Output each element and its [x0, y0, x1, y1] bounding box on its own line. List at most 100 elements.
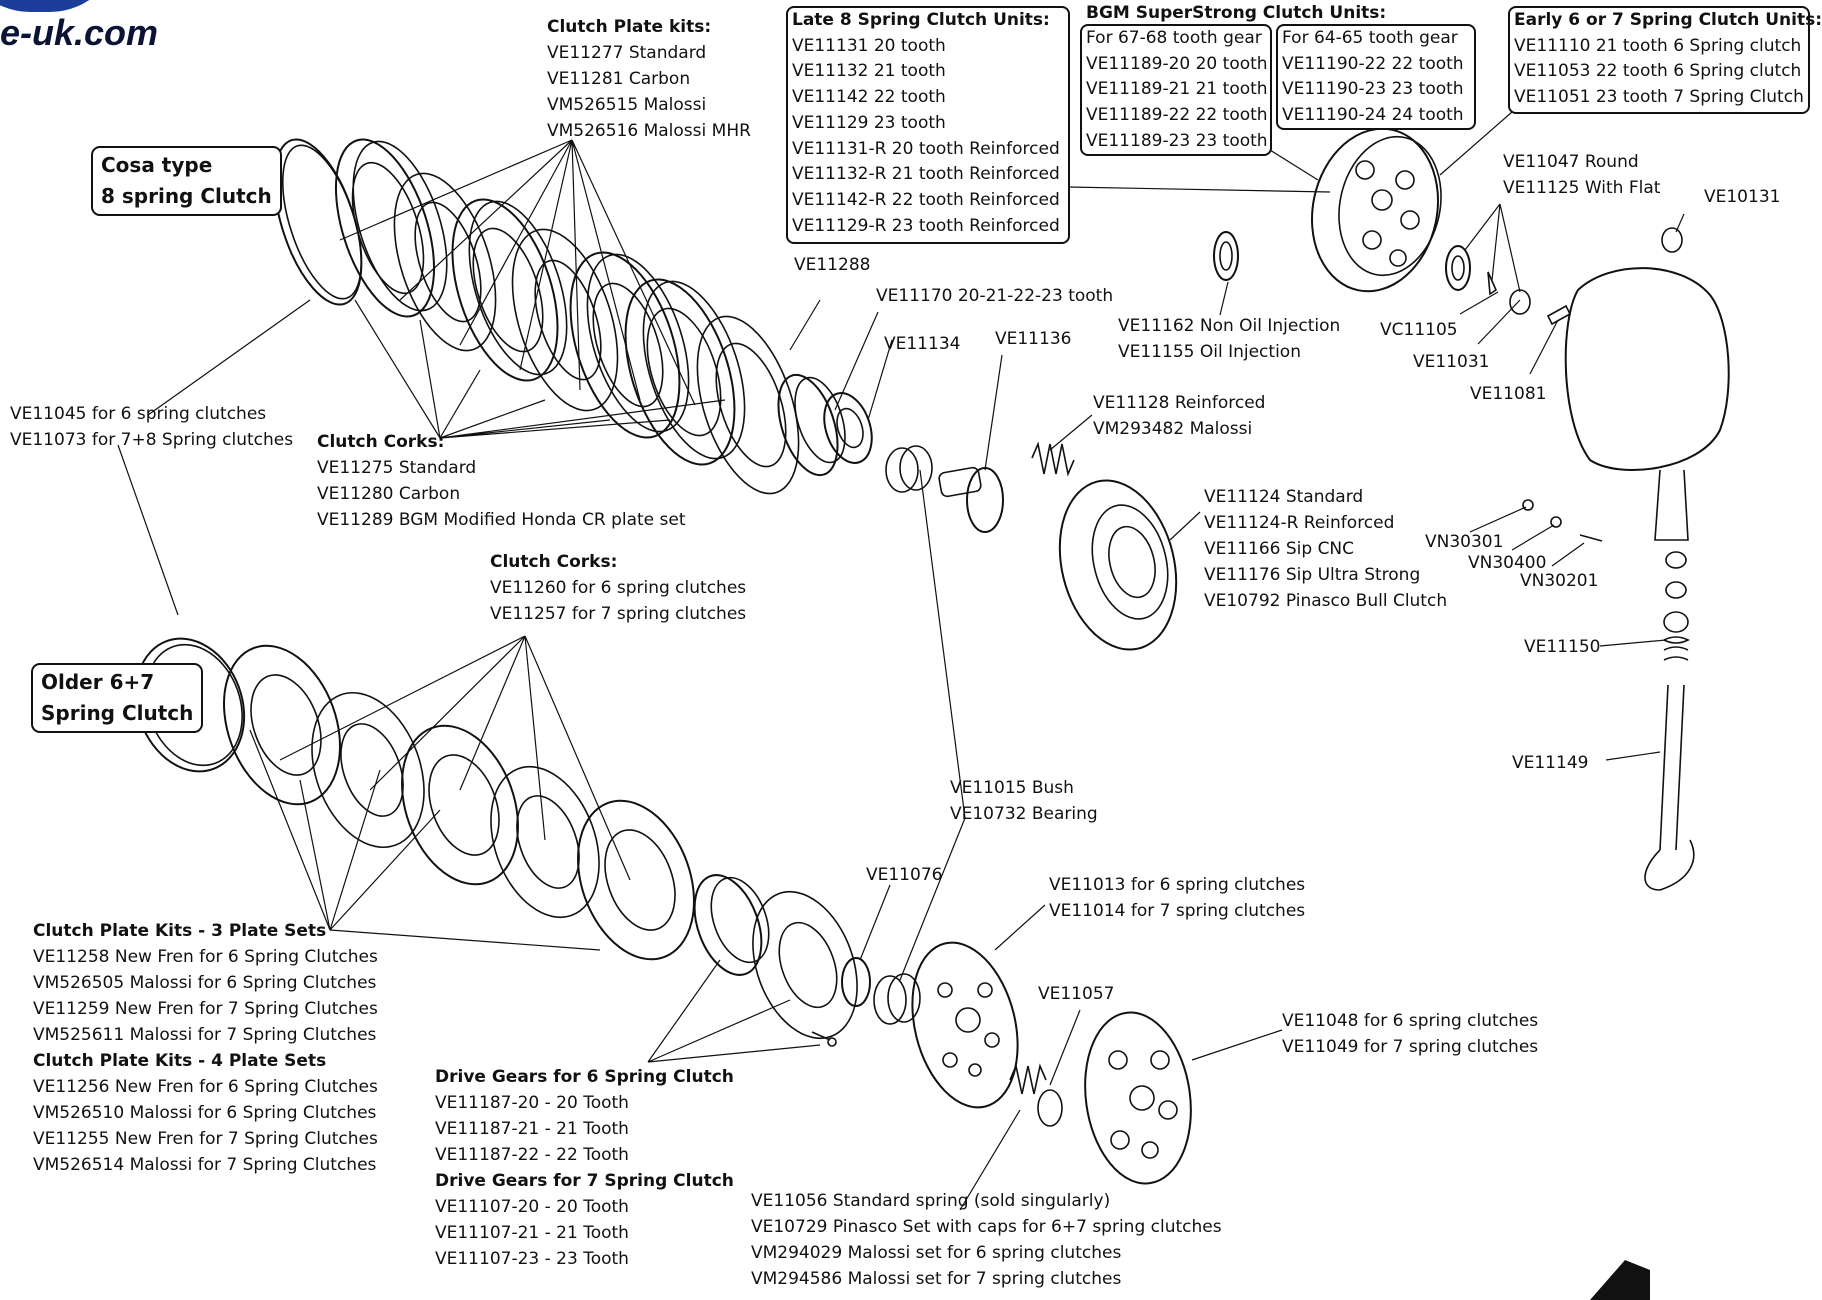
bottom-plate-2 [311, 691, 425, 849]
part-line: VM525611 Malossi for 7 Spring Clutches [33, 1025, 377, 1045]
part-line: VE10732 Bearing [950, 804, 1098, 824]
part-line: VE11045 for 6 spring clutches [10, 404, 267, 424]
clutch-covers-bottom-label: VE11048 for 6 spring clutches VE11049 fo… [1282, 1008, 1538, 1060]
ve11076-label: VE11076 [866, 865, 943, 885]
top-drive-gear [777, 373, 873, 477]
bottom-bush [873, 973, 921, 1025]
part-line: VE11187-21 - 21 Tooth [435, 1119, 629, 1139]
part-line: VE11132-R 21 tooth Reinforced [792, 164, 1060, 185]
part-line: VE11257 for 7 spring clutches [490, 604, 747, 624]
part-line: VE11255 New Fren for 7 Spring Clutches [33, 1129, 378, 1149]
group-heading: Clutch Plate kits: [547, 17, 712, 37]
ve11170-label: VE11170 20-21-22-23 tooth [876, 286, 1114, 306]
part-line: VE11131-R 20 tooth Reinforced [792, 138, 1060, 159]
top-plate-2 [393, 172, 497, 352]
part-line: VM526515 Malossi [547, 95, 707, 115]
oil-seal-label: VE11162 Non Oil Injection VE11155 Oil In… [1118, 313, 1340, 365]
top-plate-4 [511, 228, 619, 412]
part-line: VE11107-21 - 21 Tooth [435, 1223, 629, 1243]
part-line: VE11014 for 7 spring clutches [1049, 901, 1306, 921]
corner-logo-fragment [1590, 1260, 1650, 1300]
part-line: VE11187-20 - 20 Tooth [435, 1093, 629, 1113]
group-heading: Clutch Corks: [317, 432, 445, 452]
part-line: VE11275 Standard [317, 458, 477, 478]
title-line: Spring Clutch [41, 701, 194, 725]
ve11057-label: VE11057 [1038, 984, 1115, 1004]
gearbox-cover [1564, 227, 1730, 541]
part-line: VM294586 Malossi set for 7 spring clutch… [751, 1269, 1122, 1289]
part-line: For 67-68 tooth gear [1086, 28, 1262, 48]
part-line: VM294029 Malossi set for 6 spring clutch… [751, 1243, 1122, 1263]
part-line: VE11190-22 22 tooth [1282, 53, 1464, 74]
part-line: VE11107-23 - 23 Tooth [435, 1249, 629, 1269]
title-line: 8 spring Clutch [101, 184, 272, 208]
part-line: VE10729 Pinasco Set with caps for 6+7 sp… [751, 1217, 1222, 1237]
bottom-plate-5 [577, 799, 695, 961]
top-oil-seal [1213, 231, 1239, 281]
ve11134-label: VE11134 [884, 334, 961, 354]
title-cosa-8-spring: Cosa type 8 spring Clutch [91, 146, 282, 216]
spring-cups-label: VE11013 for 6 spring clutches VE11014 fo… [1049, 872, 1305, 924]
part-line: VE11073 for 7+8 Spring clutches [10, 430, 294, 450]
part-line: VE11129-R 23 tooth Reinforced [792, 215, 1060, 236]
part-line: VE11128 Reinforced [1093, 393, 1266, 413]
part-line: VE11142 22 tooth [792, 87, 946, 108]
part-line: VM526516 Malossi MHR [547, 121, 751, 141]
late-8-spring-units-box: Late 8 Spring Clutch Units: VE11131 20 t… [786, 6, 1070, 244]
ve10131-label: VE10131 [1704, 187, 1781, 207]
bgm-67-68-box: For 67-68 tooth gear VE11189-20 20 tooth… [1080, 24, 1272, 156]
top-bush [885, 445, 933, 493]
bottom-plate-6 [752, 890, 858, 1040]
part-line: VE11277 Standard [547, 43, 707, 63]
top-circlip [273, 138, 363, 306]
vn30201-label: VN30201 [1520, 571, 1599, 591]
part-line: VE11051 23 tooth 7 Spring Clutch [1514, 87, 1804, 108]
part-line: VE11176 Sip Ultra Strong [1204, 565, 1421, 585]
clutch-corks-top-label: Clutch Corks: VE11275 Standard VE11280 C… [317, 429, 686, 533]
top-plate-6 [624, 278, 746, 466]
part-line: VE11190-23 23 tooth [1282, 79, 1464, 100]
group-heading: Drive Gears for 7 Spring Clutch [435, 1171, 734, 1191]
top-plate-7 [696, 315, 800, 495]
part-line: VE11124 Standard [1204, 487, 1364, 507]
group-heading: Clutch Plate Kits - 3 Plate Sets [33, 921, 327, 941]
part-line: VE11049 for 7 spring clutches [1282, 1037, 1539, 1057]
part-line: VE11013 for 6 spring clutches [1049, 875, 1306, 895]
part-line: VE11132 21 tooth [792, 61, 946, 82]
vn30400-label: VN30400 [1468, 553, 1547, 573]
part-line: VE11189-20 20 tooth [1086, 53, 1268, 74]
part-line: VE11110 21 tooth 6 Spring clutch [1514, 35, 1802, 56]
title-line: Older 6+7 [41, 670, 155, 694]
part-line: VE11107-20 - 20 Tooth [435, 1197, 629, 1217]
part-line: VE11256 New Fren for 6 Spring Clutches [33, 1077, 378, 1097]
group-heading: Drive Gears for 6 Spring Clutch [435, 1067, 734, 1087]
vc11105-label: VC11105 [1380, 320, 1458, 340]
part-line: VE11129 23 tooth [792, 112, 946, 133]
ve11031-label: VE11031 [1413, 352, 1490, 372]
circlip-label: VE11045 for 6 spring clutches VE11073 fo… [10, 401, 293, 453]
part-line: VM526510 Malossi for 6 Spring Clutches [33, 1103, 377, 1123]
clutch-springs-label: VE11056 Standard spring (sold singularly… [751, 1188, 1222, 1292]
part-line: VE11258 New Fren for 6 Spring Clutches [33, 947, 378, 967]
brand-logo-text: e-uk.com [0, 12, 159, 53]
part-line: VE11015 Bush [950, 778, 1074, 798]
part-line: VE11048 for 6 spring clutches [1282, 1011, 1539, 1031]
part-line: VE11053 22 tooth 6 Spring clutch [1514, 61, 1802, 82]
bottom-drive-gear [693, 874, 770, 976]
bottom-spring [1009, 1063, 1063, 1127]
bottom-washer [841, 957, 871, 1007]
part-line: VE11155 Oil Injection [1118, 342, 1301, 362]
top-clutch-cover [1058, 479, 1178, 651]
part-line: VM526505 Malossi for 6 Spring Clutches [33, 973, 377, 993]
part-line: VE11142-R 22 tooth Reinforced [792, 189, 1060, 210]
part-line: VM526514 Malossi for 7 Spring Clutches [33, 1155, 377, 1175]
title-line: Cosa type [101, 153, 213, 177]
clutch-plate-kits-label: Clutch Plate kits: VE11277 Standard VE11… [547, 14, 751, 144]
title-older-6-7-spring: Older 6+7 Spring Clutch [31, 663, 204, 733]
part-line: VE11260 for 6 spring clutches [490, 578, 747, 598]
bgm-64-65-box: For 64-65 tooth gear VE11190-22 22 tooth… [1276, 24, 1476, 130]
clutch-unit [1311, 127, 1442, 293]
clutch-corks-mid-label: Clutch Corks: VE11260 for 6 spring clutc… [490, 549, 746, 627]
